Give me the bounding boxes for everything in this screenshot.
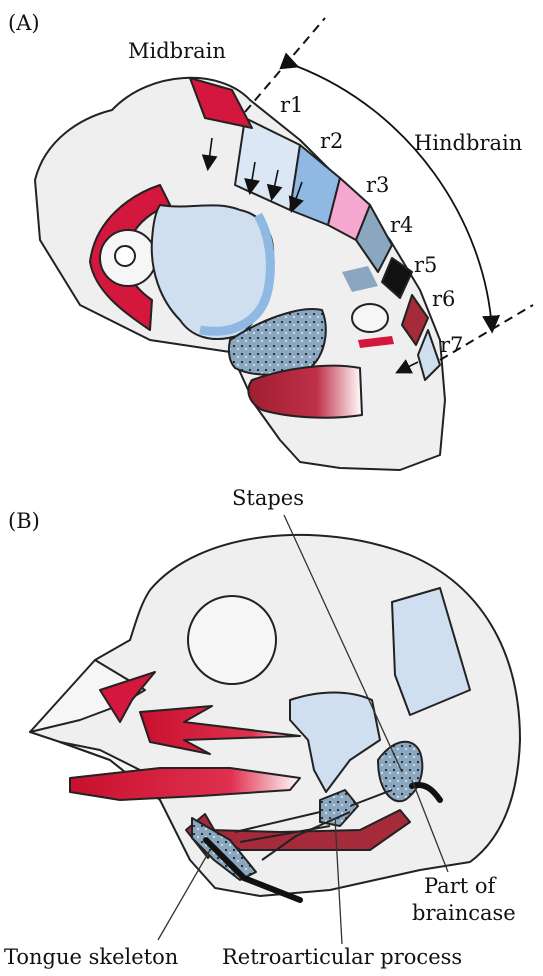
hindbrain-label: Hindbrain bbox=[414, 131, 522, 155]
panel-a-label: (A) bbox=[8, 11, 40, 35]
r3-label: r3 bbox=[366, 173, 389, 197]
midbrain-label: Midbrain bbox=[128, 39, 226, 63]
lens-a bbox=[115, 246, 135, 266]
panel-a: (A) Midbrain Hindbrain bbox=[8, 11, 533, 470]
r4-label: r4 bbox=[390, 213, 413, 237]
otic-vesicle bbox=[352, 304, 388, 332]
braincase-label-line2: braincase bbox=[412, 901, 516, 925]
retroarticular-label: Retroarticular process bbox=[222, 945, 462, 969]
eye-b bbox=[188, 596, 276, 684]
r5-label: r5 bbox=[414, 253, 437, 277]
r6-label: r6 bbox=[432, 287, 455, 311]
r7-label: r7 bbox=[440, 333, 463, 357]
tongue-skeleton-label: Tongue skeleton bbox=[4, 945, 178, 969]
panel-b: (B) bbox=[4, 486, 520, 969]
stapes-label: Stapes bbox=[232, 486, 304, 510]
r1-label: r1 bbox=[280, 93, 303, 117]
panel-b-label: (B) bbox=[8, 509, 40, 533]
r2-label: r2 bbox=[320, 129, 343, 153]
braincase-label-line1: Part of bbox=[424, 874, 498, 898]
